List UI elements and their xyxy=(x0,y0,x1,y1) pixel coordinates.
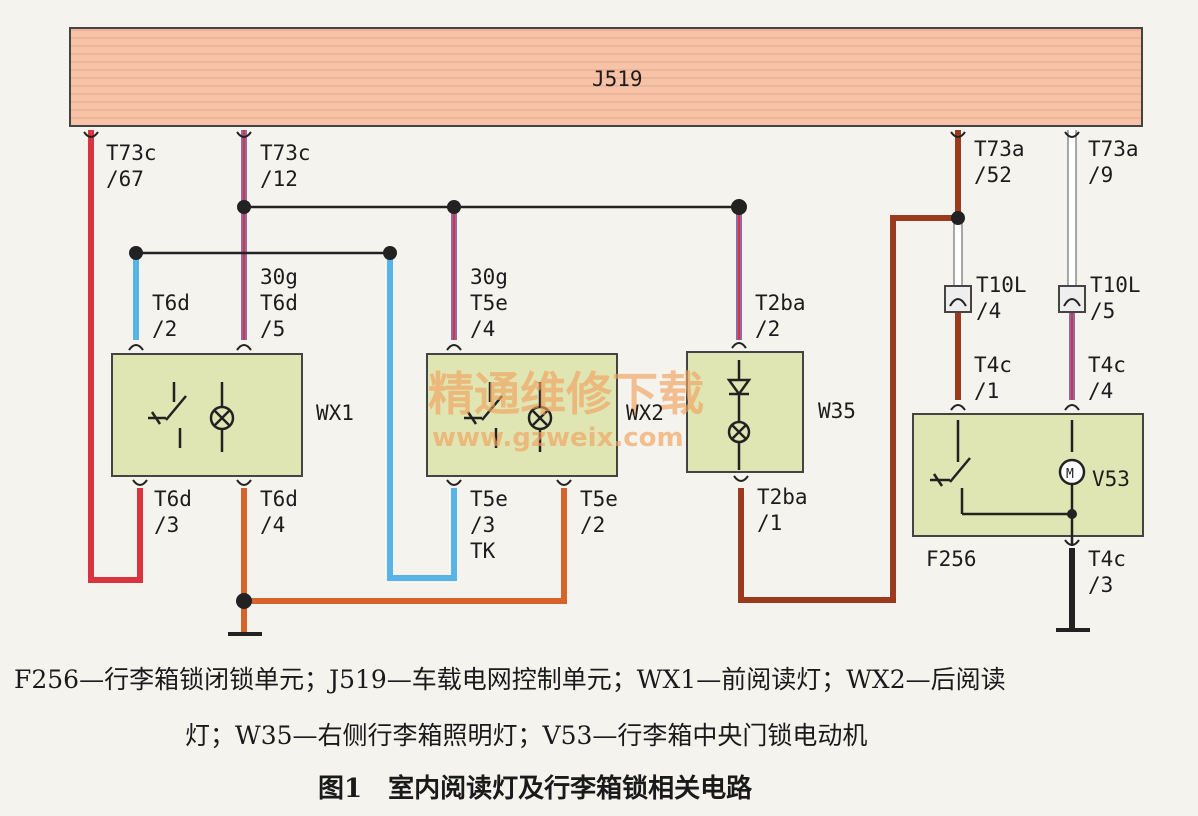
svg-text:T6d: T6d xyxy=(260,291,298,315)
wire-t5e-2 xyxy=(244,488,567,604)
w35-diode-icon xyxy=(726,360,752,422)
j519-label: J519 xyxy=(592,67,643,91)
wx1-box xyxy=(111,353,303,477)
wx1-label: WX1 xyxy=(316,401,354,425)
svg-text:T73c: T73c xyxy=(260,141,311,165)
figure-caption: 图1 室内阅读灯及行李箱锁相关电路 xyxy=(318,774,753,804)
svg-text:T2ba: T2ba xyxy=(755,291,806,315)
svg-text:30g: 30g xyxy=(260,265,298,289)
w35-box xyxy=(686,351,804,473)
svg-text:/5: /5 xyxy=(260,317,285,341)
svg-text:/1: /1 xyxy=(974,379,999,403)
svg-text:/4: /4 xyxy=(470,317,495,341)
pin-labels: T73c /67 T73c /12 T73a /52 T73a /9 T6d /… xyxy=(106,137,1141,597)
svg-text:/3: /3 xyxy=(470,513,495,537)
j519-control-unit xyxy=(69,27,1143,127)
svg-text:T73a: T73a xyxy=(1088,137,1139,161)
svg-text:T5e: T5e xyxy=(580,487,618,511)
connector-t10l-5 xyxy=(1058,285,1086,313)
legend-line-2: 灯；W35—右侧行李箱照明灯；V53—行李箱中央门锁电动机 xyxy=(185,721,868,750)
svg-text:T4c: T4c xyxy=(1088,353,1126,377)
v53-label: V53 xyxy=(1092,467,1130,491)
svg-text:/52: /52 xyxy=(974,163,1012,187)
wire-t2ba-1 xyxy=(738,215,958,603)
junction-dots xyxy=(129,199,1077,609)
w35-lamp-icon xyxy=(727,420,751,470)
wx1-lamp-icon xyxy=(209,382,235,452)
svg-text:T6d: T6d xyxy=(152,291,190,315)
v53-motor-icon xyxy=(1058,420,1086,546)
watermark-url: www.gzweix.com xyxy=(432,423,684,453)
pin-sockets xyxy=(83,131,1080,546)
f256-switch-icon xyxy=(930,420,1072,516)
svg-text:/5: /5 xyxy=(1090,299,1115,323)
connector-t10l-4 xyxy=(944,285,972,313)
svg-text:/4: /4 xyxy=(976,299,1001,323)
f256-box xyxy=(912,413,1144,537)
svg-text:T10L: T10L xyxy=(1090,273,1141,297)
svg-text:/9: /9 xyxy=(1088,163,1113,187)
wx1-switch-icon xyxy=(148,382,187,448)
svg-text:/12: /12 xyxy=(260,167,298,191)
svg-text:/3: /3 xyxy=(154,513,179,537)
svg-text:T6d: T6d xyxy=(154,487,192,511)
wx2-switch-icon xyxy=(464,382,503,448)
wx2-lamp-icon xyxy=(527,382,553,452)
wx2-label: WX2 xyxy=(626,401,664,425)
svg-text:T2ba: T2ba xyxy=(757,485,808,509)
svg-text:/1: /1 xyxy=(757,511,782,535)
svg-text:T73a: T73a xyxy=(974,137,1025,161)
svg-text:/67: /67 xyxy=(106,167,144,191)
wire-blue-tk xyxy=(387,253,457,581)
svg-text:30g: 30g xyxy=(470,265,508,289)
svg-text:T10L: T10L xyxy=(976,273,1027,297)
svg-text:T73c: T73c xyxy=(106,141,157,165)
svg-text:/4: /4 xyxy=(1088,379,1113,403)
watermark-text: 精通维修下载 xyxy=(428,367,704,421)
svg-text:TK: TK xyxy=(470,539,496,563)
svg-text:/4: /4 xyxy=(260,513,285,537)
svg-text:T5e: T5e xyxy=(470,487,508,511)
svg-text:T5e: T5e xyxy=(470,291,508,315)
svg-text:/2: /2 xyxy=(580,513,605,537)
svg-text:/3: /3 xyxy=(1088,573,1113,597)
legend-line-1: F256—行李箱锁闭锁单元；J519—车载电网控制单元；WX1—前阅读灯；WX2… xyxy=(14,665,1006,694)
svg-text:T4c: T4c xyxy=(1088,547,1126,571)
motor-symbol-label: M xyxy=(1066,467,1074,482)
svg-text:T4c: T4c xyxy=(974,353,1012,377)
wx2-box xyxy=(426,353,618,477)
w35-label: W35 xyxy=(818,399,856,423)
svg-text:/2: /2 xyxy=(755,317,780,341)
svg-text:/2: /2 xyxy=(152,317,177,341)
wire-t73c-67 xyxy=(88,130,143,583)
svg-text:T6d: T6d xyxy=(260,487,298,511)
f256-label: F256 xyxy=(926,547,977,571)
